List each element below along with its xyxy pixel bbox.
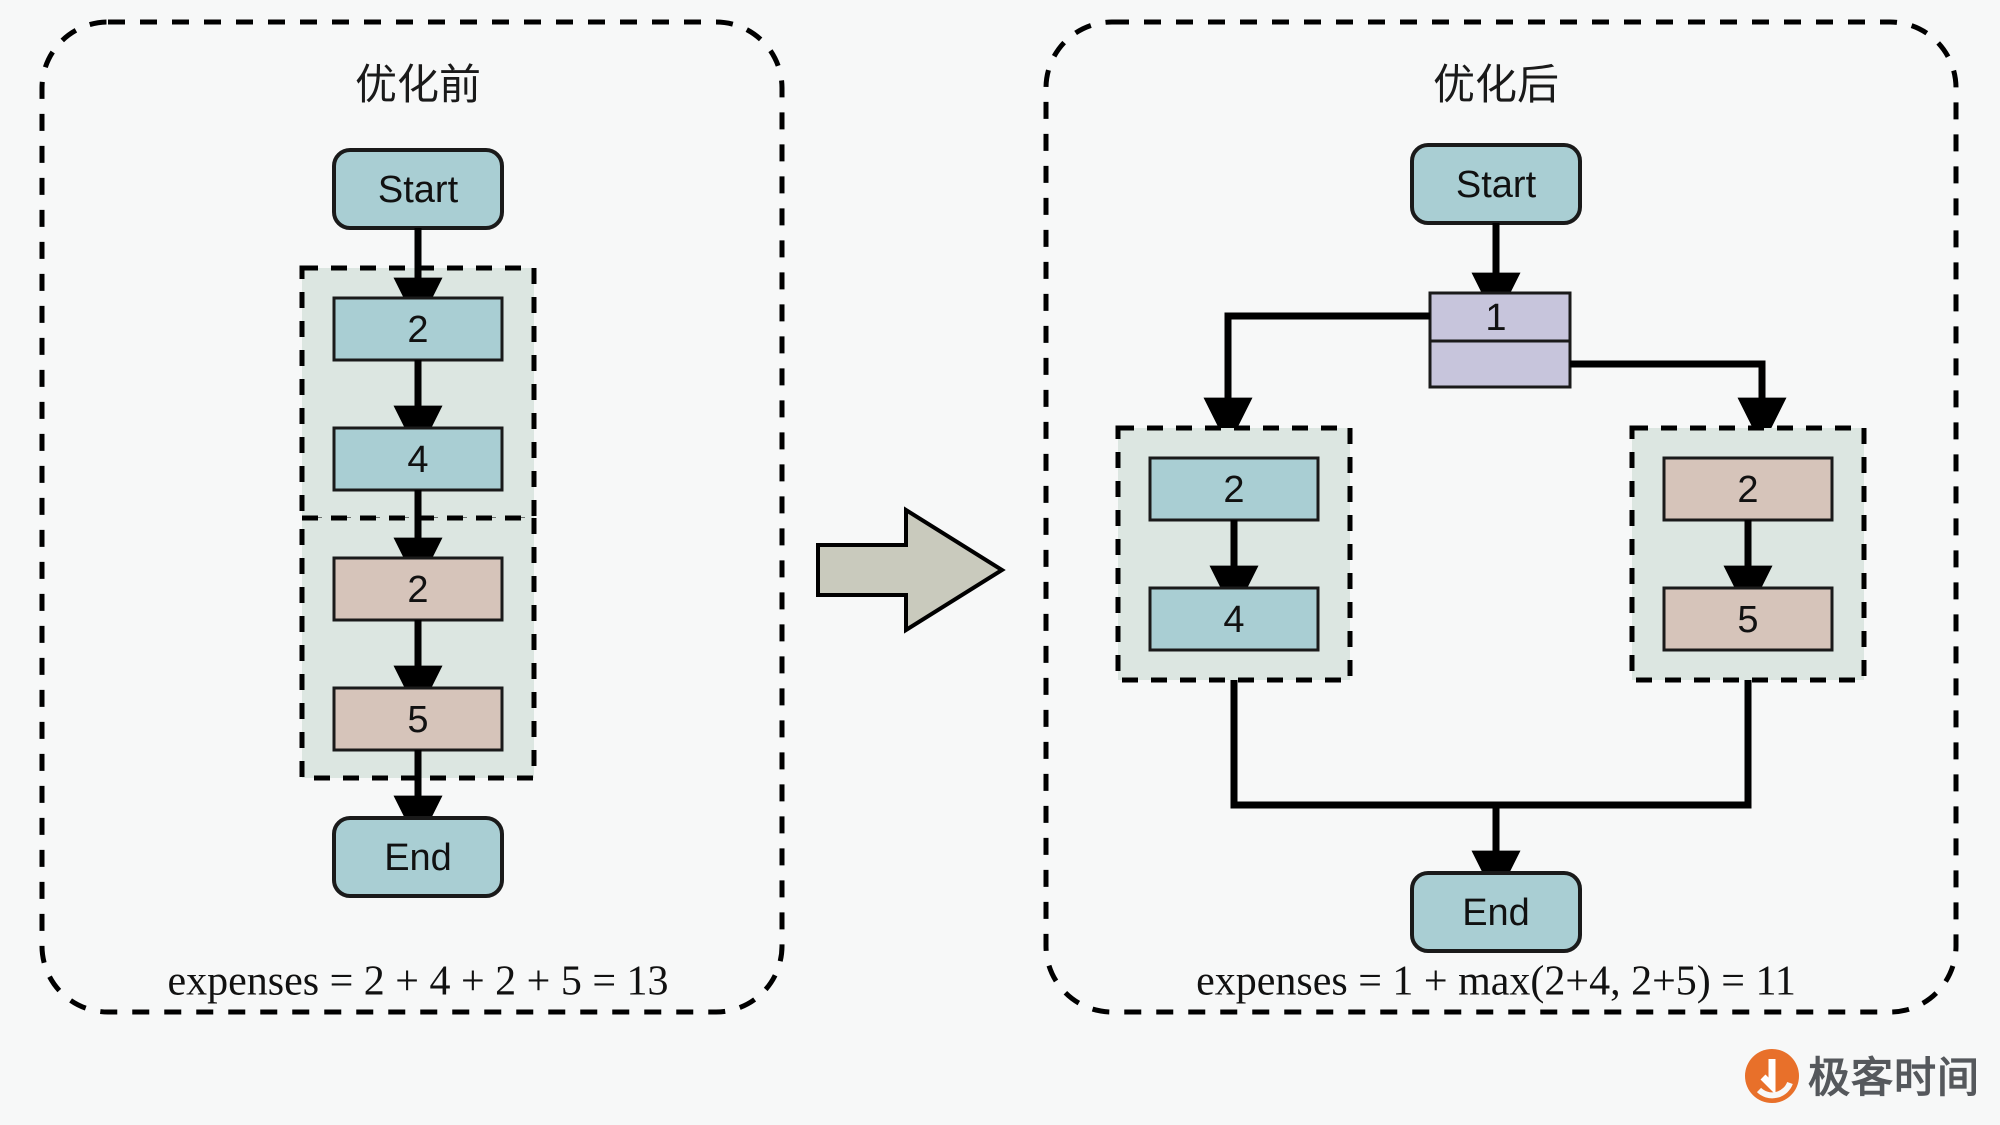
left-node-a2-label: 4 — [407, 439, 428, 481]
right-formula: expenses = 1 + max(2+4, 2+5) = 11 — [1196, 959, 1796, 1005]
right-node-l2-label: 4 — [1223, 599, 1244, 641]
left-start-label: Start — [378, 169, 459, 211]
right-fork-node-bottom — [1428, 339, 1572, 389]
left-node-b1-label: 2 — [407, 569, 428, 611]
watermark: 极客时间 — [1745, 1049, 1980, 1103]
transition-arrow — [816, 506, 1006, 634]
right-panel-title: 优化后 — [1433, 61, 1559, 108]
left-formula: expenses = 2 + 4 + 2 + 5 = 13 — [167, 959, 668, 1005]
right-fork-node-top — [1428, 291, 1572, 343]
right-edge-fork-to-right-branch — [1570, 360, 1787, 447]
right-node-r2-label: 5 — [1737, 599, 1758, 641]
left-end-node — [332, 816, 504, 898]
right-node-l1 — [1148, 456, 1320, 522]
watermark-label: 极客时间 — [1808, 1054, 1980, 1101]
right-node-r1-label: 2 — [1737, 469, 1758, 511]
right-panel: 优化后 Start 1 2 4 2 5 End expenses = 1 + m… — [1043, 19, 1959, 1015]
left-panel-title: 优化前 — [355, 61, 481, 108]
left-node-a2 — [332, 426, 504, 492]
left-node-a1-label: 2 — [407, 309, 428, 351]
right-node-l2 — [1148, 586, 1320, 652]
right-edge-right-merge — [1496, 680, 1752, 809]
right-node-r2 — [1662, 586, 1834, 652]
left-node-b2-label: 5 — [407, 699, 428, 741]
right-end-label: End — [1462, 892, 1530, 934]
geektime-circle-logo-icon — [1745, 1049, 1799, 1103]
right-node-l1-label: 2 — [1223, 469, 1244, 511]
left-end-label: End — [384, 837, 452, 879]
right-fork-node-label: 1 — [1485, 297, 1506, 339]
right-panel-frame — [1043, 19, 1959, 1015]
right-start-label: Start — [1456, 164, 1537, 206]
right-edge-fork-to-left-branch — [1203, 312, 1430, 447]
right-end-node — [1410, 871, 1582, 953]
right-edge-left-merge — [1230, 680, 1496, 809]
left-panel: 优化前 Start 2 4 2 5 End expenses = 2 + 4 +… — [39, 19, 785, 1015]
left-node-b2 — [332, 686, 504, 752]
right-block-arrow-icon — [816, 506, 1006, 634]
